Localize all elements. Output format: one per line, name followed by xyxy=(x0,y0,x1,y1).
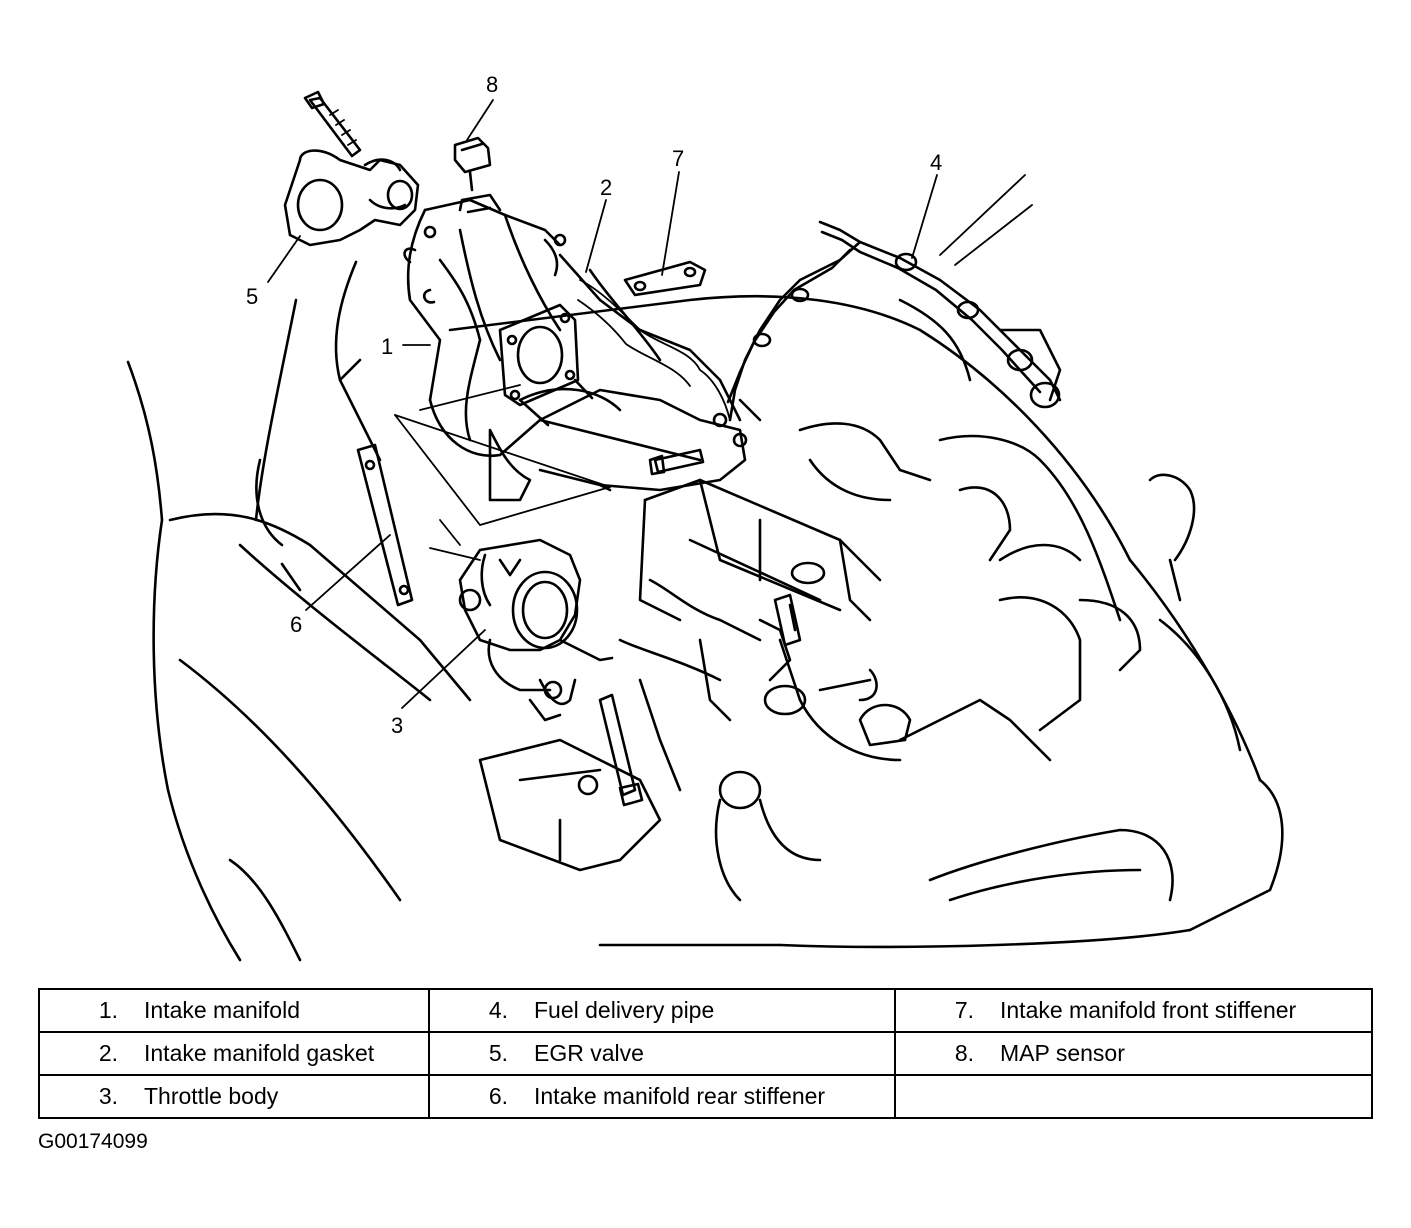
legend-cell: 4. Fuel delivery pipe xyxy=(428,988,896,1033)
legend-cell: 2. Intake manifold gasket xyxy=(38,1031,430,1076)
legend-number: 4. xyxy=(488,997,508,1023)
throttle-flange xyxy=(498,303,594,427)
legend-label: Fuel delivery pipe xyxy=(534,997,715,1023)
legend-cell xyxy=(894,1074,1373,1119)
legend-cell: 6. Intake manifold rear stiffener xyxy=(428,1074,896,1119)
callout-2: 2 xyxy=(600,175,612,200)
legend-number: 7. xyxy=(954,997,974,1023)
callout-5: 5 xyxy=(246,284,258,309)
legend-row: 2. Intake manifold gasket 5. EGR valve 8. M… xyxy=(38,1031,1373,1076)
legend-cell: 1. Intake manifold xyxy=(38,988,430,1033)
callout-1: 1 xyxy=(381,334,393,359)
legend-label: Intake manifold front stiffener xyxy=(1000,997,1297,1023)
leader-lines xyxy=(267,99,1033,709)
bolts xyxy=(577,448,705,807)
legend-row: 3. Throttle body 6. Intake manifold rear s… xyxy=(38,1074,1373,1119)
legend-label: Intake manifold gasket xyxy=(144,1040,375,1066)
egr-valve xyxy=(283,90,420,247)
legend-number: 2. xyxy=(98,1040,118,1066)
callout-8: 8 xyxy=(486,72,498,97)
engine-bay-diagram: 1 2 3 4 5 6 7 8 xyxy=(126,72,1284,962)
legend-number: 8. xyxy=(954,1040,974,1066)
callout-7: 7 xyxy=(672,146,684,171)
legend-row: 1. Intake manifold 4. Fuel delivery pipe 7… xyxy=(38,988,1373,1033)
callout-numbers: 1 2 3 4 5 6 7 8 xyxy=(246,72,942,738)
legend-label: Throttle body xyxy=(144,1083,279,1109)
rear-stiffener xyxy=(356,443,414,607)
figure-id: G00174099 xyxy=(38,1130,148,1153)
callout-6: 6 xyxy=(290,612,302,637)
legend-number: 3. xyxy=(98,1083,118,1109)
intake-manifold xyxy=(403,193,748,502)
fuel-delivery-pipe xyxy=(726,220,1062,422)
legend-cell: 8. MAP sensor xyxy=(894,1031,1373,1076)
engine-block xyxy=(478,298,1082,902)
legend-cell: 3. Throttle body xyxy=(38,1074,430,1119)
callout-3: 3 xyxy=(391,713,403,738)
callout-4: 4 xyxy=(930,150,942,175)
legend-number: 5. xyxy=(488,1040,508,1066)
map-sensor xyxy=(453,136,492,192)
legend-label: Intake manifold rear stiffener xyxy=(534,1083,826,1109)
platform-lines xyxy=(394,384,611,561)
legend-number: 1. xyxy=(98,997,118,1023)
throttle-body xyxy=(458,538,614,722)
front-stiffener xyxy=(623,260,707,297)
legend-number: 6. xyxy=(488,1083,508,1109)
legend-cell: 5. EGR valve xyxy=(428,1031,896,1076)
vehicle-body-outline xyxy=(126,260,1284,962)
legend-cell: 7. Intake manifold front stiffener xyxy=(894,988,1373,1033)
intake-manifold-gasket xyxy=(577,279,731,421)
legend-table: 1. Intake manifold 4. Fuel delivery pipe 7… xyxy=(38,988,1373,1119)
legend-label: Intake manifold xyxy=(144,997,300,1023)
legend-label: MAP sensor xyxy=(1000,1040,1125,1066)
legend-label: EGR valve xyxy=(534,1040,644,1066)
